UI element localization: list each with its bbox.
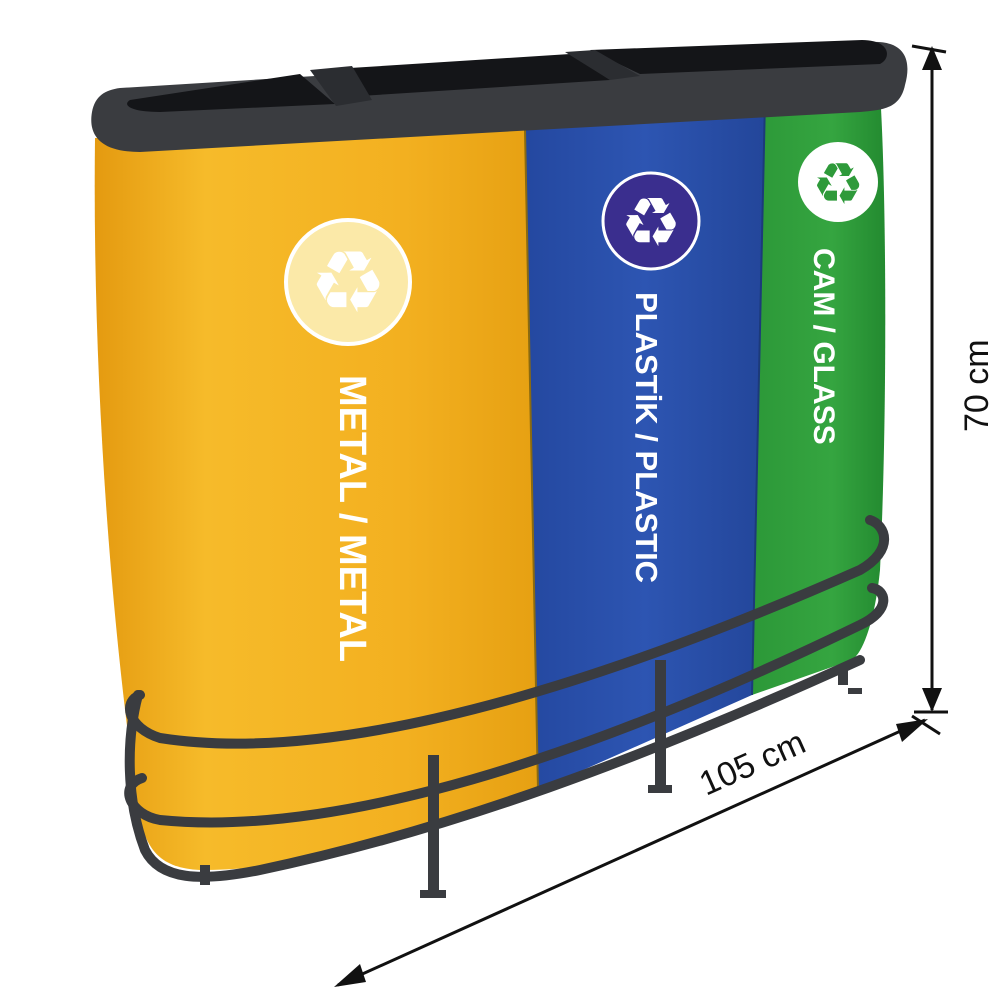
width-arrow-left <box>334 964 366 987</box>
height-arrow-bottom <box>922 688 942 712</box>
seam-left <box>524 129 539 791</box>
width-dimension-line <box>337 714 941 987</box>
green-bin-body <box>752 92 886 695</box>
svg-text:♻: ♻ <box>621 185 682 261</box>
base-frame <box>124 515 890 882</box>
width-arrow-right <box>896 719 928 742</box>
height-dimension-line <box>911 44 948 714</box>
height-arrow-top <box>922 46 942 70</box>
svg-text:♻: ♻ <box>309 235 386 331</box>
bin-label-glass: CAM / GLASS <box>807 248 840 445</box>
bin-label-plastic: PLASTİK / PLASTIC <box>629 292 664 583</box>
seam-right <box>751 99 766 696</box>
plastic-recycle-icon: ♻ <box>601 171 701 271</box>
svg-text:♻: ♻ <box>812 152 864 217</box>
bin-lid <box>91 40 908 152</box>
glass-recycle-icon: ♻ <box>798 142 878 222</box>
metal-recycle-icon: ♻ <box>284 218 412 346</box>
bin-label-metal: METAL / METAL <box>331 375 373 662</box>
frame-legs <box>200 660 672 898</box>
blue-bin-body <box>525 100 765 790</box>
height-label: 70 cm <box>958 339 996 432</box>
width-label: 105 cm <box>694 723 811 803</box>
yellow-bin-body <box>94 130 539 870</box>
